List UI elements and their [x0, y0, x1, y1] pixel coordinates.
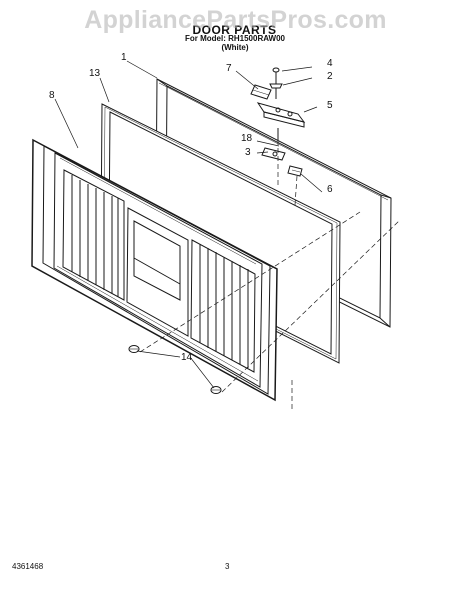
- callout-14: 14: [181, 352, 193, 363]
- callout-2: 2: [327, 71, 333, 82]
- callout-6: 6: [327, 184, 333, 195]
- model-line: For Model: RH1500RAW00: [184, 34, 286, 43]
- callout-7: 7: [226, 63, 232, 74]
- callout-8: 8: [49, 90, 55, 101]
- inner-door-liner: [31, 138, 278, 402]
- screws: [128, 345, 222, 394]
- callout-13: 13: [89, 68, 101, 79]
- page-number: 3: [225, 562, 230, 571]
- document-number: 4361468: [12, 562, 44, 571]
- callout-18: 18: [241, 133, 253, 144]
- callout-4: 4: [327, 58, 333, 69]
- callout-1: 1: [121, 52, 127, 63]
- color-line: (White): [221, 43, 249, 52]
- callout-3: 3: [245, 147, 251, 158]
- leader-lines: [54, 60, 323, 389]
- diagram-title: DOOR PARTS: [192, 23, 277, 37]
- assembly-lines: [139, 140, 401, 410]
- callout-5: 5: [327, 100, 333, 111]
